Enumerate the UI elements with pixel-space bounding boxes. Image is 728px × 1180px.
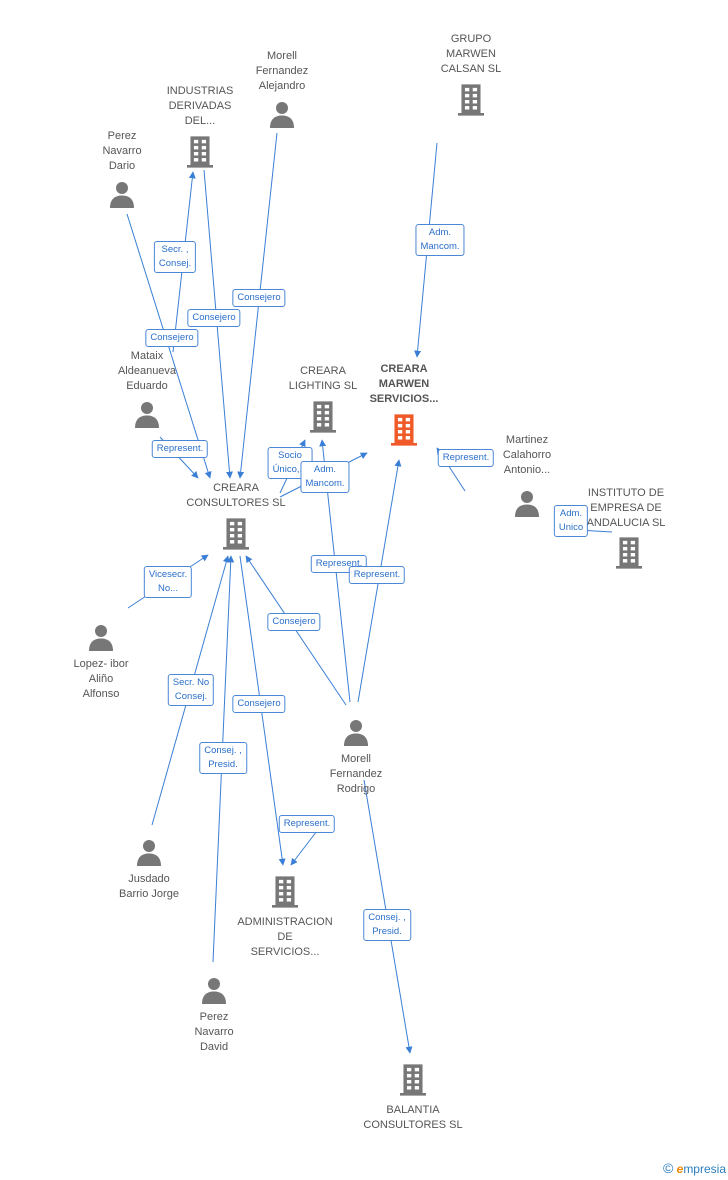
relation-tag-perez_david-creara_consultores[interactable]: Consej. , Presid. [199,742,247,774]
relation-tag-martinez-instituto[interactable]: Adm. Unico [553,505,589,537]
node-label-text: GRUPO MARWEN CALSAN SL [440,33,502,75]
node-label-balantia[interactable]: BALANTIA CONSULTORES SL [353,1103,473,1133]
node-label-lopez[interactable]: Lopez- ibor Aliño Alfonso [41,657,161,702]
relation-tag-industrias-creara_consultores[interactable]: Consejero [187,309,241,327]
node-label-perez_david[interactable]: Perez Navarro David [154,1010,274,1055]
building-icon-industrias[interactable] [187,136,213,168]
relation-tag-creara_consultores-creara_marwen[interactable]: Adm. Mancom. [300,461,350,493]
node-label-jusdado[interactable]: Jusdado Barrio Jorge [89,872,209,902]
node-label-morell_rodrigo[interactable]: Morell Fernandez Rodrigo [296,752,416,797]
person-icon-morell_rodrigo[interactable] [344,720,368,746]
node-label-creara_marwen[interactable]: CREARA MARWEN SERVICIOS... [344,362,464,407]
building-icon-instituto[interactable] [616,537,642,569]
node-label-text: Lopez- ibor Aliño Alfonso [73,658,129,700]
node-label-instituto[interactable]: INSTITUTO DE EMPRESA DE ANDALUCIA SL [566,486,686,531]
relation-tag-perez_dario-creara_consultores[interactable]: Secr. , Consej. [153,241,197,273]
building-icon-balantia[interactable] [400,1064,426,1096]
person-icon-morell_alejandro[interactable] [270,102,294,128]
node-label-text: ADMINISTRACION DE SERVICIOS... [237,916,333,958]
brand-footer: © empresia [663,1160,726,1176]
relation-tag-lopez-creara_consultores[interactable]: Vicesecr. No... [143,566,193,598]
person-icon-martinez[interactable] [515,491,539,517]
relation-tag-grupo_marwen-creara_marwen[interactable]: Adm. Mancom. [415,224,465,256]
node-label-text: Morell Fernandez Rodrigo [329,753,383,795]
building-icon-grupo_marwen[interactable] [458,84,484,116]
node-label-creara_lighting[interactable]: CREARA LIGHTING SL [263,364,383,394]
building-icon-creara_consultores[interactable] [223,518,249,550]
node-label-text: CREARA CONSULTORES SL [186,482,286,509]
brand-logo-text: mpresia [683,1162,726,1176]
relation-tag-mataix-industrias[interactable]: Consejero [145,329,199,347]
building-icon-creara_marwen[interactable] [391,414,417,446]
relation-tag-morell_rodrigo-administracion[interactable]: Represent. [278,815,336,833]
node-label-mataix[interactable]: Mataix Aldeanueva Eduardo [87,349,207,394]
relation-tag-morell_rodrigo-creara_consultores[interactable]: Consejero [267,613,321,631]
person-icon-perez_david[interactable] [202,978,226,1004]
node-label-text: Perez Navarro David [194,1011,234,1053]
relation-tag-mataix-creara_consultores[interactable]: Represent. [151,440,209,458]
node-label-text: Jusdado Barrio Jorge [119,873,179,900]
node-label-text: CREARA LIGHTING SL [288,365,358,392]
person-icon-mataix[interactable] [135,402,159,428]
building-icon-administracion[interactable] [272,876,298,908]
node-label-creara_consultores[interactable]: CREARA CONSULTORES SL [176,481,296,511]
node-label-text: CREARA MARWEN SERVICIOS... [369,363,439,405]
node-label-text: Mataix Aldeanueva Eduardo [117,350,177,392]
node-label-text: BALANTIA CONSULTORES SL [363,1104,463,1131]
relation-tag-creara_consultores-administracion[interactable]: Consejero [232,695,286,713]
relation-tag-morell_alejandro-creara_consultores[interactable]: Consejero [232,289,286,307]
node-label-text: Morell Fernandez Alejandro [255,50,309,92]
node-label-text: Martinez Calahorro Antonio... [502,433,552,476]
node-label-text: Perez Navarro Dario [102,130,142,172]
node-label-industrias[interactable]: INDUSTRIAS DERIVADAS DEL... [140,84,260,129]
node-label-text: INDUSTRIAS DERIVADAS DEL... [166,85,234,127]
relation-tag-morell_rodrigo-creara_marwen[interactable]: Represent. [348,566,406,584]
person-icon-lopez[interactable] [89,625,113,651]
relation-tag-jusdado-creara_consultores[interactable]: Secr. No Consej. [167,674,215,706]
node-label-morell_alejandro[interactable]: Morell Fernandez Alejandro [222,49,342,94]
brand-logo-initial: e [676,1162,684,1176]
relation-tag-morell_rodrigo-balantia[interactable]: Consej. , Presid. [363,909,411,941]
node-label-text: INSTITUTO DE EMPRESA DE ANDALUCIA SL [586,486,666,529]
person-icon-perez_dario[interactable] [110,182,134,208]
node-label-grupo_marwen[interactable]: GRUPO MARWEN CALSAN SL [411,32,531,77]
relation-tag-martinez-creara_marwen[interactable]: Represent. [437,449,495,467]
copyright-symbol: © [662,1160,674,1176]
building-icon-creara_lighting[interactable] [310,401,336,433]
person-icon-jusdado[interactable] [137,840,161,866]
node-label-martinez[interactable]: Martinez Calahorro Antonio... [467,433,587,478]
node-label-perez_dario[interactable]: Perez Navarro Dario [62,129,182,174]
node-label-administracion[interactable]: ADMINISTRACION DE SERVICIOS... [225,915,345,960]
